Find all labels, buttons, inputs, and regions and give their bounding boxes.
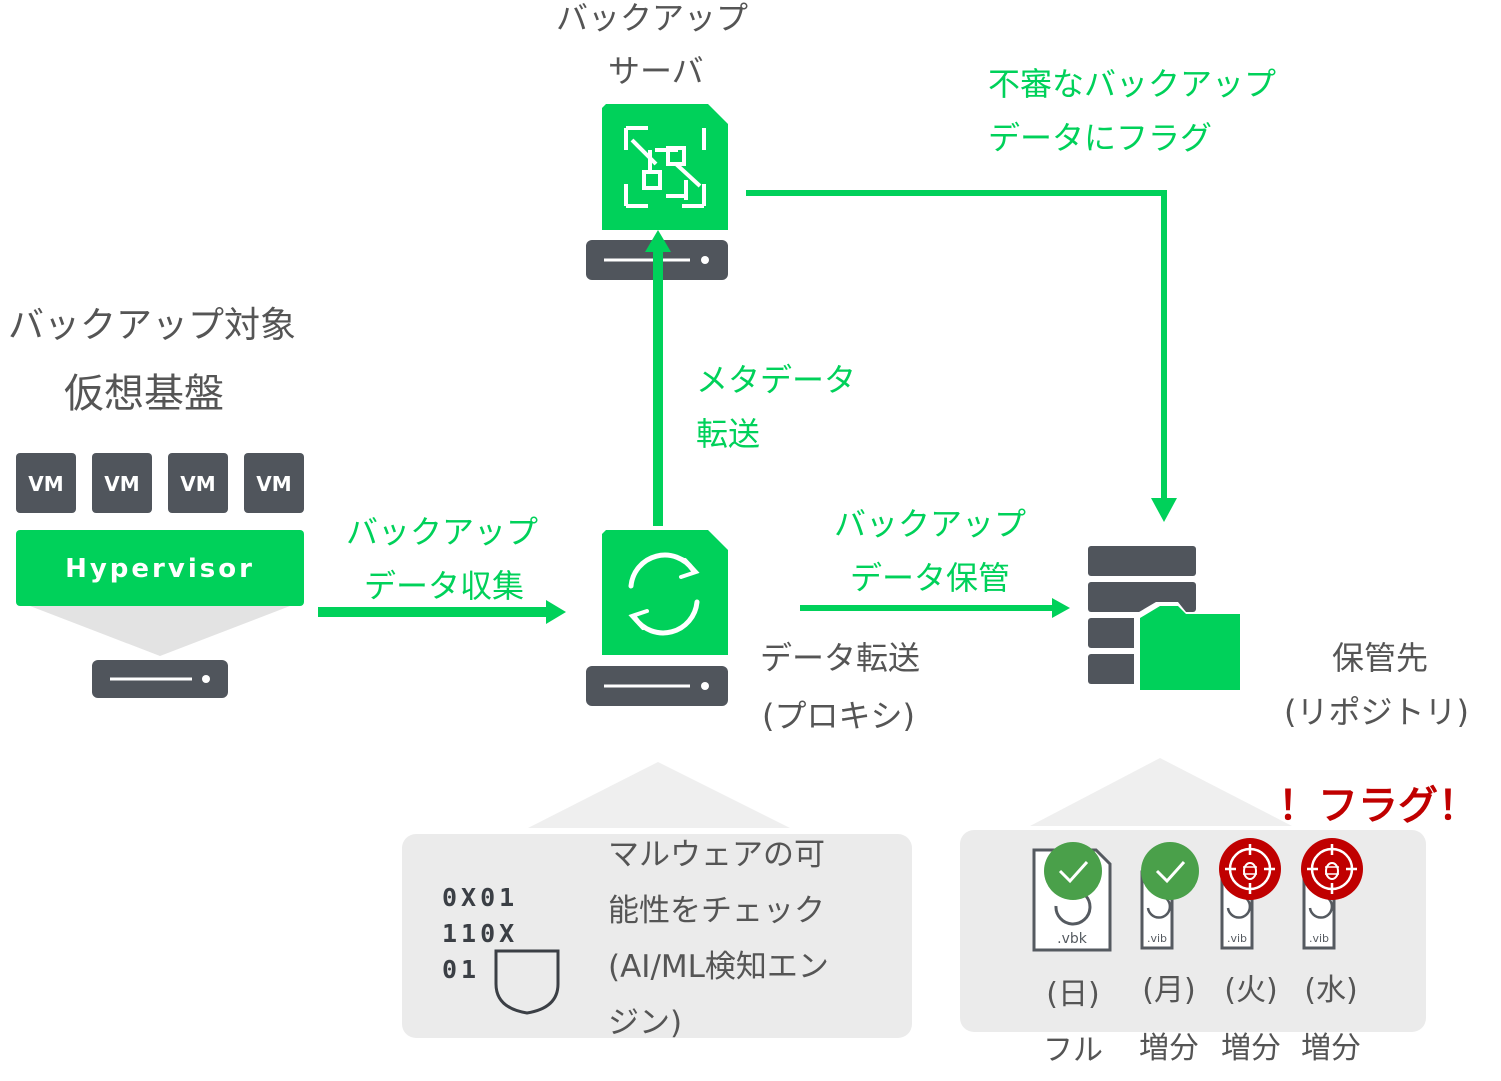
collect-arrow-label: バックアップ: [346, 513, 539, 551]
scan-text-line: マルウェアの可: [608, 837, 825, 873]
svg-text:110X: 110X: [442, 919, 518, 948]
flag-alert: ！フラグ！: [1278, 783, 1478, 829]
store-arrow-label-2: データ保管: [850, 559, 1011, 597]
file-kind-label: 増分: [1221, 1031, 1281, 1066]
file-kind-label: フル: [1043, 1033, 1103, 1068]
meta-arrow-label: メタデータ: [696, 361, 857, 399]
backup-server-icon: [586, 104, 728, 280]
file-day-label: (日): [1046, 977, 1100, 1012]
check-badge-icon: [1044, 842, 1102, 900]
flag-arrow-label: 不審なバックアップ: [988, 65, 1277, 103]
svg-text:01: 01: [442, 955, 480, 984]
svg-text:VM: VM: [104, 472, 139, 496]
bug-target-icon: [1301, 838, 1363, 900]
source-server-icon: [92, 660, 228, 698]
scan-panel-pointer: [528, 762, 790, 828]
file-day-label: (水): [1304, 973, 1358, 1008]
svg-text:VM: VM: [180, 472, 215, 496]
svg-text:.vib: .vib: [1227, 932, 1247, 945]
vm-box: VM: [244, 453, 304, 513]
source-subtitle: 仮想基盤: [64, 371, 224, 417]
source-title: バックアップ対象: [8, 305, 297, 346]
flag-arrow: [746, 190, 1177, 522]
vm-box: VM: [92, 453, 152, 513]
hypervisor-box: Hypervisor: [16, 530, 304, 606]
repo-panel-pointer: [1030, 758, 1292, 826]
proxy-label: データ転送: [760, 639, 921, 677]
scan-panel: [402, 834, 912, 1038]
store-arrow-label: バックアップ: [834, 505, 1027, 543]
backup-server-label-2: サーバ: [608, 52, 704, 90]
scan-text-line: ジン): [608, 1005, 683, 1041]
vm-box: VM: [16, 453, 76, 513]
file-day-label: (月): [1142, 973, 1196, 1008]
svg-text:VM: VM: [28, 472, 63, 496]
file-day-label: (火): [1224, 973, 1278, 1008]
shield-icon: [494, 949, 560, 1015]
flag-arrow-label-2: データにフラグ: [988, 119, 1213, 157]
svg-text:0X01: 0X01: [442, 883, 518, 912]
file-kind-label: 増分: [1301, 1031, 1361, 1066]
proxy-label-2: (プロキシ): [762, 697, 915, 735]
check-badge-icon: [1141, 842, 1199, 900]
svg-text:VM: VM: [256, 472, 291, 496]
vm-group: VM VM VM VM: [16, 453, 304, 513]
storage-folder-icon: [1088, 546, 1240, 690]
bug-target-icon: [1219, 838, 1281, 900]
store-arrow: [800, 598, 1070, 618]
svg-text:.vib: .vib: [1147, 932, 1167, 945]
proxy-icon: [586, 530, 728, 706]
repository-label: 保管先: [1332, 639, 1429, 677]
file-kind-label: 増分: [1139, 1031, 1199, 1066]
collect-arrow: [318, 600, 566, 624]
binary-text: 0X01 110X 01: [442, 883, 518, 984]
svg-text:Hypervisor: Hypervisor: [65, 554, 255, 584]
scan-text-line: (AI/ML検知エン: [608, 949, 829, 985]
svg-text:.vbk: .vbk: [1057, 931, 1088, 947]
veeam-logo-icon: [624, 126, 706, 208]
collect-arrow-label-2: データ収集: [364, 567, 525, 605]
meta-arrow-label-2: 転送: [696, 415, 761, 453]
scan-text-line: 能性をチェック: [608, 893, 825, 929]
hypervisor-shadow: [30, 606, 290, 656]
svg-text:.vib: .vib: [1309, 932, 1329, 945]
vm-box: VM: [168, 453, 228, 513]
sync-icon: [628, 552, 700, 636]
backup-server-label: バックアップ: [556, 0, 749, 37]
repository-label-2: (リポジトリ): [1284, 693, 1469, 731]
meta-arrow: [645, 230, 671, 526]
